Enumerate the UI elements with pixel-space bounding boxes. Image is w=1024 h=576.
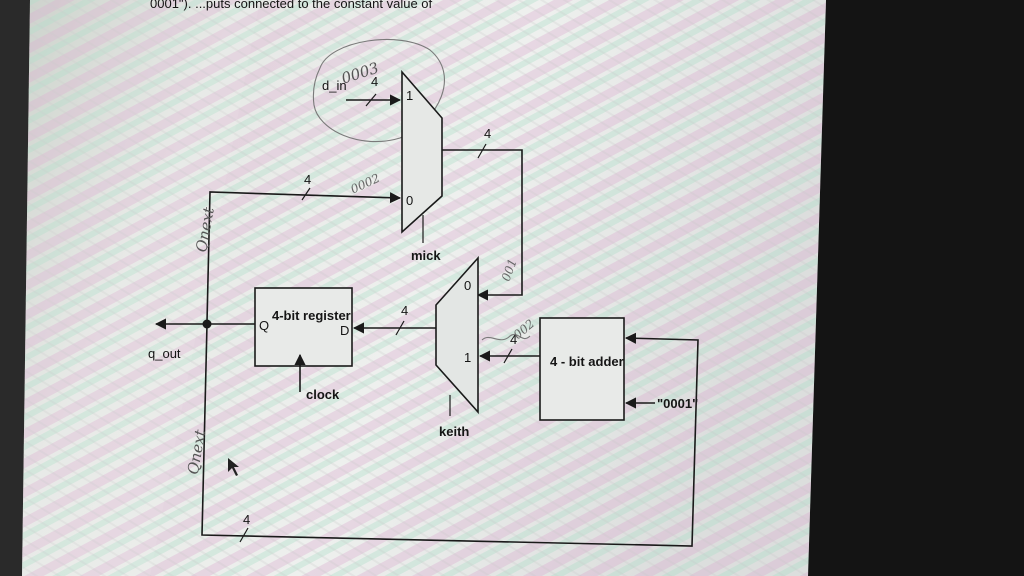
adder-label: 4 - bit adder [550, 354, 624, 369]
mux-mick-name: mick [411, 248, 441, 263]
qnext-to-mick-wire [206, 191, 402, 323]
mux-mick-in1-label: 1 [406, 88, 413, 103]
qnext-width: 4 [304, 172, 311, 187]
qnext-bus-slash [301, 187, 311, 201]
d-in-label: d_in [322, 78, 347, 93]
d-in-width: 4 [371, 74, 378, 89]
pencil-scribble [481, 334, 531, 341]
mick-out-bus-slash [477, 143, 487, 159]
cursor-icon [228, 458, 239, 476]
header-text: 0001"). ...puts connected to the constan… [150, 0, 433, 11]
register-port-d: D [340, 323, 349, 338]
mux-keith-in1-label: 1 [464, 350, 471, 365]
mux-keith-in0-label: 0 [464, 278, 471, 293]
mux-keith-name: keith [439, 424, 469, 439]
adder-out-width: 4 [510, 332, 517, 347]
keith-out-bus-slash [395, 320, 405, 336]
mux-mick-in0-label: 0 [406, 193, 413, 208]
adder-out-bus-slash [503, 348, 513, 364]
loop-bus-slash [239, 527, 249, 543]
register-box [254, 287, 353, 367]
glare [22, 0, 260, 576]
q-to-adder-loop [201, 323, 699, 547]
clock-label: clock [306, 387, 340, 402]
constant-label: "0001" [657, 396, 698, 411]
loop-width: 4 [243, 512, 250, 527]
mux-keith [435, 255, 479, 415]
mux-mick [401, 69, 443, 234]
q-out-label: q_out [148, 346, 181, 361]
keith-out-width: 4 [401, 303, 408, 318]
mick-out-width: 4 [484, 126, 491, 141]
adder-box [539, 317, 625, 421]
register-label: 4-bit register [272, 308, 351, 323]
moire-pattern-fine [22, 0, 826, 576]
register-port-q: Q [259, 318, 269, 333]
d-in-bus-slash [365, 93, 377, 107]
